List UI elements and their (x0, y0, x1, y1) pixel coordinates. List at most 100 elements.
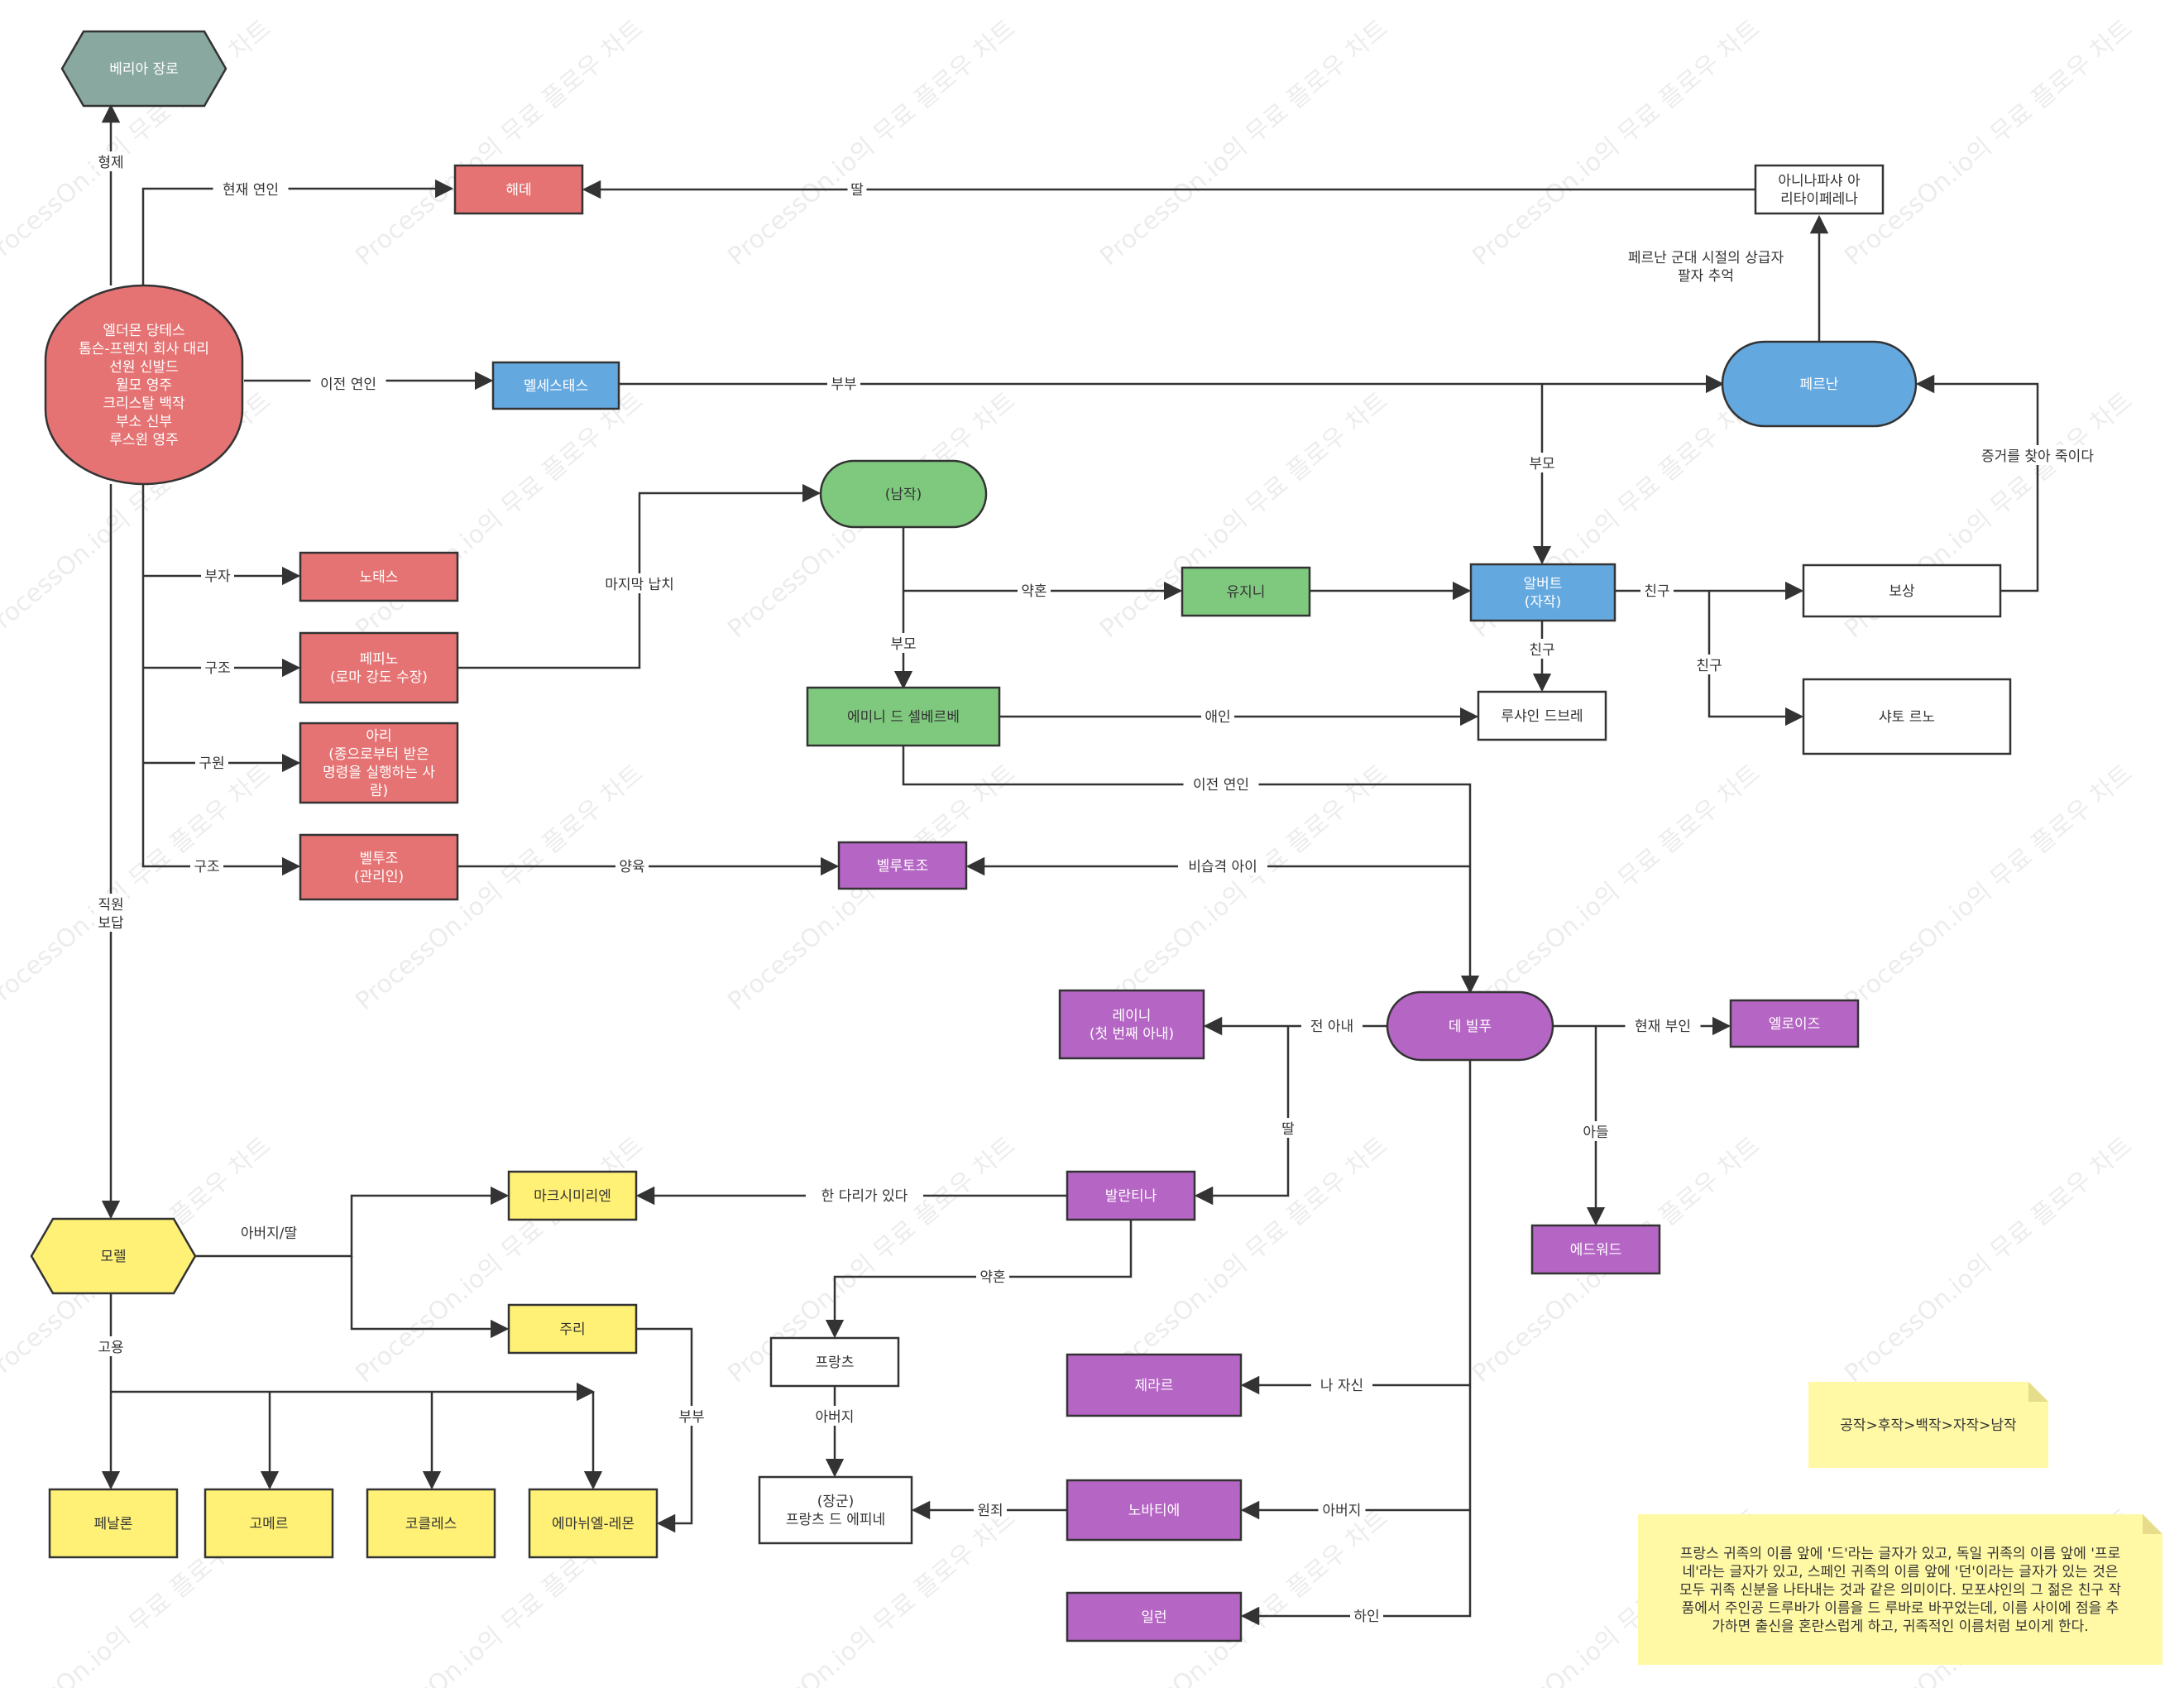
node-morrel[interactable]: 모렐 (30, 1217, 197, 1295)
watermark-text: ProcessOn.io의 무료 플로우 차트 (0, 759, 276, 1016)
edge-label-text: 고용 (98, 1340, 123, 1356)
relationship-edge (141, 484, 301, 876)
node-label: 샤토 르노 (1879, 709, 1935, 726)
node-shape (299, 833, 459, 901)
node-franz[interactable]: 프랑츠 (769, 1336, 900, 1388)
edge-label-daughter2: 딸 (1278, 1118, 1298, 1138)
node-shape (528, 1488, 659, 1559)
node-cocles[interactable]: 코클레스 (366, 1488, 496, 1559)
node-label: 페르난 (1800, 376, 1839, 393)
node-mercedes[interactable]: 멜세스태스 (491, 361, 620, 410)
node-shape (1181, 566, 1311, 617)
node-label: 데 빌푸 (1449, 1019, 1492, 1035)
node-label: 프랑츠 (816, 1355, 855, 1371)
node-general[interactable]: (장군)프랑츠 드 에피네 (758, 1475, 913, 1545)
watermark-text: ProcessOn.io의 무료 플로우 차트 (1467, 759, 1765, 1016)
node-beria[interactable]: 베리아 장로 (60, 30, 228, 108)
node-beauchamp[interactable]: 보상 (1802, 563, 2002, 618)
node-lucien[interactable]: 루샤인 드브레 (1477, 690, 1607, 741)
edge-label-brother: 형제 (94, 151, 127, 171)
node-label: 엘더몬 당테스 (103, 323, 184, 339)
edge-label-ex_wife: 전 아내 (1301, 1015, 1363, 1035)
node-shape (491, 361, 620, 410)
node-label: 해데 (505, 182, 531, 199)
edge-label-text: 부부 (831, 376, 856, 393)
node-ilran[interactable]: 일런 (1066, 1591, 1243, 1642)
node-bertuccio[interactable]: 벨투조(관리인) (299, 833, 459, 901)
node-danglars[interactable]: (남작) (819, 459, 988, 529)
node-label: 크리스탈 백작 (103, 396, 185, 412)
node-shape (299, 631, 459, 704)
node-label: (첫 번째 아내) (1090, 1026, 1174, 1043)
relationship-edge (1707, 591, 1804, 727)
edge-label-text: 이전 연인 (320, 376, 376, 393)
node-shape (507, 1303, 638, 1355)
node-shape (299, 551, 459, 602)
node-heloise[interactable]: 엘로이즈 (1729, 999, 1860, 1048)
node-emilie[interactable]: 에미니 드 셀베르베 (806, 686, 1001, 747)
node-edouard[interactable]: 에드워드 (1530, 1224, 1661, 1275)
note-ranks: 공작>후작>백작>자작>남작 (1808, 1382, 2048, 1468)
node-label: 노태스 (360, 569, 399, 586)
note-fold (2028, 1382, 2048, 1402)
node-shape (1058, 989, 1205, 1060)
node-fernand[interactable]: 페르난 (1721, 340, 1918, 428)
node-peppino[interactable]: 페피노(로마 강도 수장) (299, 631, 459, 704)
node-albert[interactable]: 알버트(자작) (1469, 563, 1616, 622)
node-valentine[interactable]: 발란티나 (1066, 1170, 1196, 1221)
watermark-text: ProcessOn.io의 무료 플로우 차트 (1839, 14, 2138, 271)
edge-label-son: 아들 (1579, 1121, 1612, 1141)
edge-label-parent: 부모 (1525, 453, 1559, 472)
edge-label-text: 부부 (678, 1409, 704, 1426)
edge-label-father_son: 부자 (201, 565, 234, 585)
node-label: 보상 (1889, 583, 1915, 600)
node-gomer[interactable]: 고메르 (204, 1488, 334, 1559)
node-shape (366, 1488, 496, 1559)
node-shape (204, 1488, 334, 1559)
edge-label-evidence: 증거를 찾아 죽이다 (1965, 445, 2110, 465)
node-gerard[interactable]: 제라르 (1066, 1353, 1243, 1417)
node-renee[interactable]: 레이니(첫 번째 아내) (1058, 989, 1205, 1060)
edge-label-text: 약혼 (979, 1269, 1005, 1286)
edge-label-text: 아버지/딸 (241, 1225, 298, 1242)
edge-label-text: 비습격 아이 (1188, 859, 1257, 875)
node-chateau[interactable]: 샤토 르노 (1802, 678, 2012, 755)
node-shape (758, 1475, 913, 1545)
node-nortier[interactable]: 노태스 (299, 551, 459, 602)
edge-label-text: 애인 (1205, 709, 1230, 726)
node-label: 선원 신발드 (109, 359, 179, 376)
edge-label-father2: 아버지 (1318, 1499, 1366, 1519)
node-label: 아니나파샤 아 (1778, 173, 1861, 189)
node-eugenie[interactable]: 유지니 (1181, 566, 1311, 617)
node-label: 벨투조 (360, 851, 399, 867)
watermark-text: ProcessOn.io의 무료 플로우 차트 (350, 386, 649, 644)
node-haide[interactable]: 해데 (453, 164, 584, 215)
node-emmanuel[interactable]: 에마뉘엘-레몬 (528, 1488, 659, 1559)
node-penalon[interactable]: 페날론 (48, 1488, 179, 1559)
edge-label-text: 전 아내 (1310, 1019, 1353, 1035)
node-benedetto[interactable]: 벨루토조 (837, 841, 968, 890)
node-maximilien[interactable]: 마크시미리엔 (507, 1170, 638, 1221)
node-julie[interactable]: 주리 (507, 1303, 638, 1355)
node-noirtier[interactable]: 노바티에 (1066, 1479, 1243, 1542)
node-shape (1530, 1224, 1661, 1275)
node-label: 멜세스태스 (524, 378, 588, 395)
note-text: 프랑스 귀족의 이름 앞에 '드'라는 글자가 있고, 독일 귀족의 이름 앞에… (1680, 1546, 2120, 1562)
edge-label-friend1: 친구 (1640, 580, 1674, 600)
node-villefort[interactable]: 데 빌푸 (1386, 990, 1554, 1062)
relationship-edge (141, 179, 454, 285)
node-shape (819, 459, 988, 529)
edge-label-illegit: 비습격 아이 (1178, 856, 1267, 875)
edge-label-text: 아버지 (1323, 1503, 1362, 1519)
relationship-edge (1915, 374, 2039, 592)
node-label: 페날론 (94, 1516, 133, 1532)
edge-label-text: 하인 (1353, 1609, 1379, 1625)
